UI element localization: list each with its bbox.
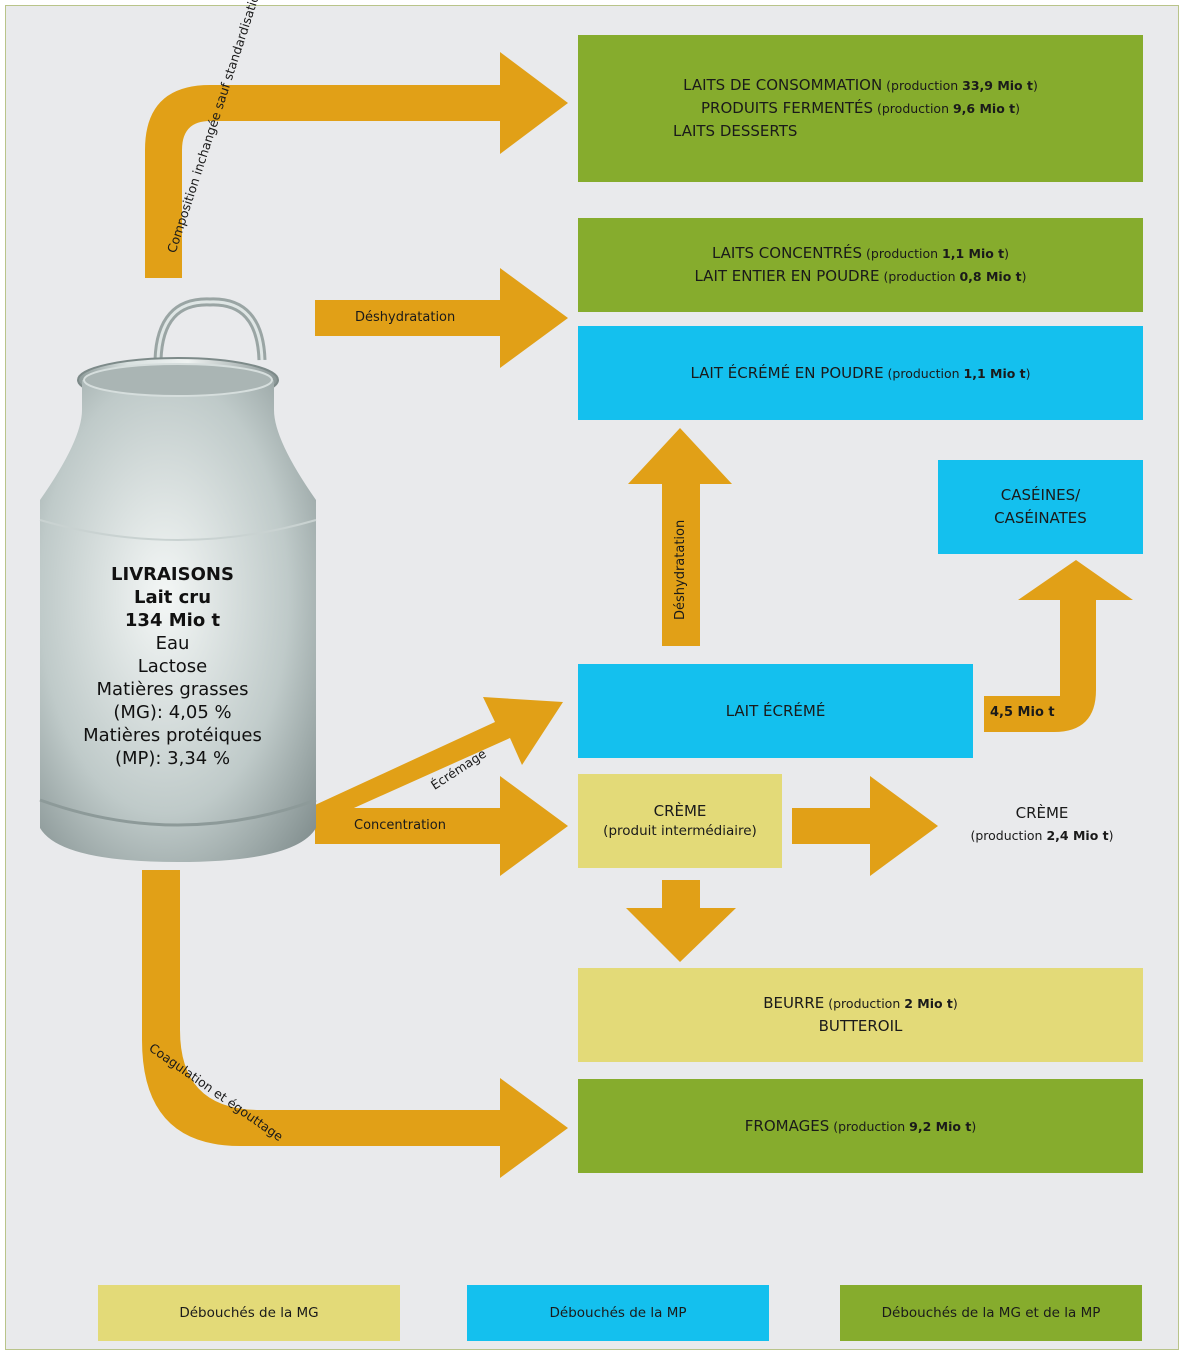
value-laits-consommation: 33,9 Mio t [962,78,1033,93]
production-suffix: ) [952,996,958,1011]
production-prefix: (production [873,101,953,116]
production-suffix: ) [1108,828,1114,843]
legend-mg: Débouchés de la MG [98,1285,400,1341]
label-laits-desserts: LAITS DESSERTS [673,122,798,140]
label-lait-ecreme-poudre: LAIT ÉCRÉMÉ EN POUDRE [690,363,884,382]
production-prefix: (production [882,78,963,93]
production-prefix: (production [879,269,960,284]
can-component-mg-value: (MG): 4,05 % [113,702,232,723]
arrow-beurre [626,880,736,962]
arrow-deshydratation-1 [315,268,568,368]
arrow-deshydratation-2 [628,428,732,646]
value-lait-entier-poudre: 0,8 Mio t [959,269,1022,284]
label-creme-production: CRÈME [1015,804,1069,822]
value-fromages: 9,2 Mio t [909,1118,972,1134]
can-component-mp-value: (MP): 3,34 % [114,748,231,769]
value-produits-fermentes: 9,6 Mio t [952,101,1016,116]
value-beurre: 2 Mio t [904,996,953,1011]
legend-mp-label: Débouchés de la MP [549,1305,687,1321]
box-fromages: FROMAGES (production 9,2 Mio t) [578,1079,1143,1173]
arrow-creme [792,776,938,876]
production-prefix: (production [970,828,1047,843]
legend-mg-mp-label: Débouchés de la MG et de la MP [881,1305,1101,1321]
arrow-coagulation [142,870,568,1178]
label-produits-fermentes: PRODUITS FERMENTÉS [701,99,874,117]
milk-can-text: LIVRAISONS Lait cru 134 Mio t Eau Lactos… [60,563,285,770]
can-title: LIVRAISONS [111,564,234,585]
arrow-concentration [315,776,568,876]
production-suffix: ) [1015,101,1020,116]
legend-mp: Débouchés de la MP [467,1285,769,1341]
arrow-composition [145,52,568,278]
box-beurre: BEURRE (production 2 Mio t) BUTTEROIL [578,968,1143,1062]
label-deshydratation-vertical: Déshydratation [673,519,688,620]
box-creme-intermediaire: CRÈME (produit intermédiaire) [578,774,782,868]
can-component-mp-label: Matières protéiques [83,725,262,746]
legend-mg-mp: Débouchés de la MG et de la MP [840,1285,1142,1341]
can-component-lactose: Lactose [137,656,208,677]
production-suffix: ) [1032,78,1038,93]
label-concentration: Concentration [354,818,446,833]
label-laits-concentres: LAITS CONCENTRÉS [711,244,863,262]
label-fromages: FROMAGES [744,1116,830,1135]
label-lait-entier-poudre: LAIT ENTIER EN POUDRE [694,267,880,285]
production-prefix: (production [824,996,905,1011]
production-prefix: (production [862,246,943,261]
label-caseines-quantity: 4,5 Mio t [990,705,1055,720]
can-subtitle: Lait cru [133,587,212,608]
label-butteroil: BUTTEROIL [818,1017,903,1035]
legend-mg-label: Débouchés de la MG [179,1305,319,1321]
arrow-caseines [984,560,1133,732]
production-suffix: ) [1004,246,1010,261]
box-lait-ecreme-poudre: LAIT ÉCRÉMÉ EN POUDRE (production 1,1 Mi… [578,326,1143,420]
box-lait-ecreme: LAIT ÉCRÉMÉ [578,664,973,758]
label-beurre: BEURRE [763,994,825,1012]
creme-production-label: CRÈME (production 2,4 Mio t) [942,802,1142,847]
box-laits-concentres: LAITS CONCENTRÉS (production 1,1 Mio t) … [578,218,1143,312]
value-laits-concentres: 1,1 Mio t [942,246,1005,261]
value-lait-ecreme-poudre: 1,1 Mio t [963,365,1026,381]
arrow-ecremage [315,697,563,812]
can-component-eau: Eau [155,633,190,654]
label-laits-consommation: LAITS DE CONSOMMATION [683,76,883,94]
label-lait-ecreme: LAIT ÉCRÉMÉ [725,701,826,720]
milk-can-illustration [39,297,317,862]
production-prefix: (production [883,365,964,381]
label-deshydratation-horizontal: Déshydratation [355,310,456,325]
value-creme-production: 2,4 Mio t [1046,828,1109,843]
label-produit-intermediaire: (produit intermédiaire) [603,823,757,839]
box-laits-consommation: LAITS DE CONSOMMATION (production 33,9 M… [578,35,1143,182]
production-prefix: (production [829,1118,910,1134]
production-suffix: ) [971,1118,977,1134]
box-caseines: CASÉINES/ CASÉINATES [938,460,1143,554]
can-volume: 134 Mio t [124,610,221,631]
label-caseinates: CASÉINATES [994,509,1087,527]
production-suffix: ) [1025,365,1031,381]
label-caseines: CASÉINES/ [1000,486,1081,504]
production-suffix: ) [1021,269,1027,284]
label-creme-intermediaire: CRÈME [653,802,707,820]
can-component-mg-label: Matières grasses [96,679,249,700]
